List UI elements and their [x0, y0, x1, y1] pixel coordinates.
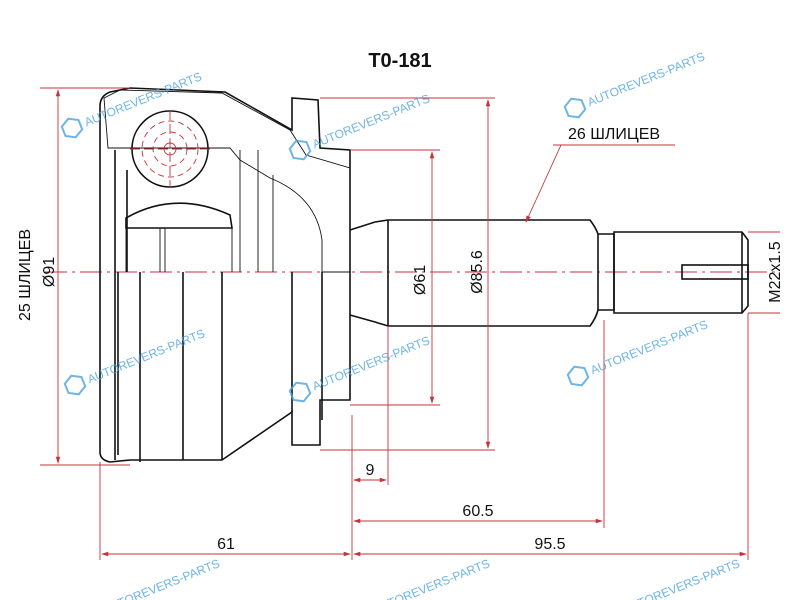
watermark: AUTOREVERS-PARTS [63, 326, 207, 396]
thread-label: M22x1.5 [767, 241, 784, 302]
dim-60-5: 60.5 [462, 503, 493, 520]
cotter-slot [681, 264, 749, 280]
watermark: AUTOREVERS-PARTS [288, 333, 432, 403]
left-diameter-label: Ø91 [41, 257, 58, 287]
dim-9: 9 [366, 462, 375, 479]
svg-text:AUTOREVERS-PARTS: AUTOREVERS-PARTS [370, 556, 491, 600]
svg-text:AUTOREVERS-PARTS: AUTOREVERS-PARTS [310, 91, 431, 151]
ball-bearing [130, 110, 210, 188]
svg-text:AUTOREVERS-PARTS: AUTOREVERS-PARTS [100, 556, 221, 600]
dim-95-5: 95.5 [534, 536, 565, 553]
right-splines-label: 26 ШЛИЦЕВ [568, 126, 660, 143]
svg-text:AUTOREVERS-PARTS: AUTOREVERS-PARTS [85, 326, 206, 386]
svg-text:AUTOREVERS-PARTS: AUTOREVERS-PARTS [620, 556, 741, 600]
watermark: AUTOREVERS-PARTS [60, 69, 204, 139]
diameter-85-6-label: Ø85.6 [469, 250, 486, 294]
watermark: AUTOREVERS-PARTS [563, 49, 707, 119]
dim-61: 61 [217, 536, 235, 553]
diameter-61-label: Ø61 [412, 265, 429, 295]
svg-text:AUTOREVERS-PARTS: AUTOREVERS-PARTS [585, 49, 706, 109]
watermark: AUTOREVERS-PARTS [100, 556, 221, 600]
outer-race-housing [99, 87, 351, 463]
dimension-lines [40, 87, 780, 560]
part-number-title: T0-181 [368, 50, 431, 72]
svg-text:AUTOREVERS-PARTS: AUTOREVERS-PARTS [588, 317, 709, 377]
stub-shaft [349, 219, 749, 327]
left-splines-label: 25 ШЛИЦЕВ [17, 229, 34, 321]
watermark: AUTOREVERS-PARTS [370, 556, 491, 600]
watermark: AUTOREVERS-PARTS [620, 556, 741, 600]
svg-text:AUTOREVERS-PARTS: AUTOREVERS-PARTS [310, 333, 431, 393]
